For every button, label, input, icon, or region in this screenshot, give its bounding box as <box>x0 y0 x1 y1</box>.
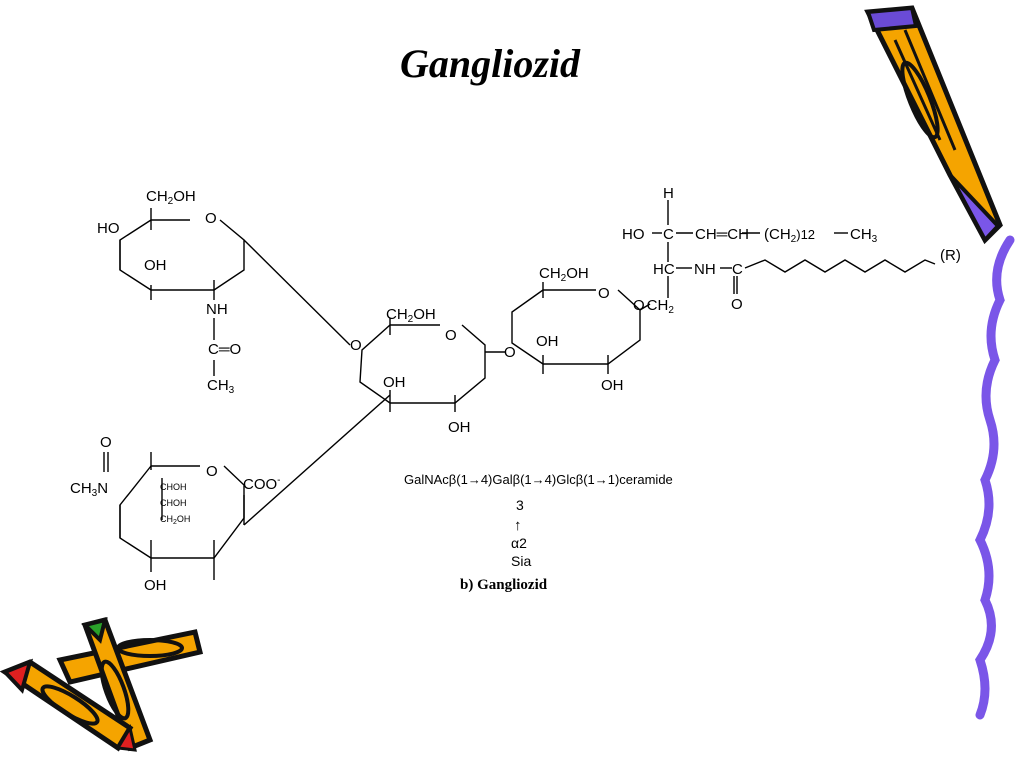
label-hc: HC <box>653 261 675 278</box>
label-choh-2: CHOH <box>160 498 187 508</box>
label-c-2: C <box>732 261 743 278</box>
label-oh-1: OH <box>144 257 167 274</box>
slide-title: Gangliozid <box>399 41 581 86</box>
purple-squiggle-line <box>974 235 1015 720</box>
label-r: (R) <box>940 247 961 264</box>
label-oh-5: OH <box>601 377 624 394</box>
label-ch2oh-1: CH2OH <box>146 188 196 207</box>
label-nh-2: NH <box>694 261 716 278</box>
label-link-o-2: O <box>504 344 516 361</box>
label-ring-o-1: O <box>205 210 217 227</box>
atom-labels: CH2OH O HO OH NH C═O CH3 O CH2OH O OH OH… <box>70 185 961 594</box>
label-ring-o-4: O <box>206 463 218 480</box>
label-ch2oh-small: CH2OH <box>160 514 190 526</box>
crayon-top-right-icon <box>864 5 1003 245</box>
label-ring-o-2: O <box>445 327 457 344</box>
label-ch2oh-3: CH2OH <box>539 265 589 284</box>
bond-lines <box>103 200 936 580</box>
label-choh-1: CHOH <box>160 482 187 492</box>
formula-main: GalNAcβ(1→4)Galβ(1→4)Glcβ(1→1)ceramide <box>404 472 673 487</box>
label-coo: COO- <box>243 475 281 493</box>
label-link-o-1: O <box>350 337 362 354</box>
label-o-carbonyl: O <box>731 296 743 313</box>
sialic-side-chain-labels: CHOH CHOH CH2OH <box>160 482 190 526</box>
label-ch3n: CH3N <box>70 480 108 499</box>
label-ch3-1: CH3 <box>207 377 235 396</box>
label-oh-6: OH <box>144 577 167 594</box>
label-oh-4: OH <box>536 333 559 350</box>
label-nh: NH <box>206 301 228 318</box>
label-ho-2: HO <box>622 226 645 243</box>
label-o-acetyl: O <box>100 434 112 451</box>
formula: GalNAcβ(1→4)Galβ(1→4)Glcβ(1→1)ceramide 3… <box>404 472 673 593</box>
label-oh-2: OH <box>383 374 406 391</box>
formula-branch-position: 3 <box>516 497 524 513</box>
label-ch2-12: (CH2)12 <box>764 226 815 245</box>
crayon-bottom-left-icon <box>0 617 204 752</box>
formula-arrow: ↑ <box>514 517 522 534</box>
label-c-1: C <box>663 226 674 243</box>
label-ch-eq-ch: CH═CH <box>695 226 749 243</box>
label-ch3-2: CH3 <box>850 226 878 245</box>
formula-branch-sugar: Sia <box>511 553 531 569</box>
figure-caption: b) Gangliozid <box>460 577 548 593</box>
label-oh-3: OH <box>448 419 471 436</box>
label-ring-o-3: O <box>598 285 610 302</box>
label-ho-1: HO <box>97 220 120 237</box>
label-h: H <box>663 185 674 202</box>
label-ch2oh-2: CH2OH <box>386 306 436 325</box>
formula-branch-linkage: α2 <box>511 535 527 551</box>
label-c-eq-o-1: C═O <box>208 341 241 358</box>
